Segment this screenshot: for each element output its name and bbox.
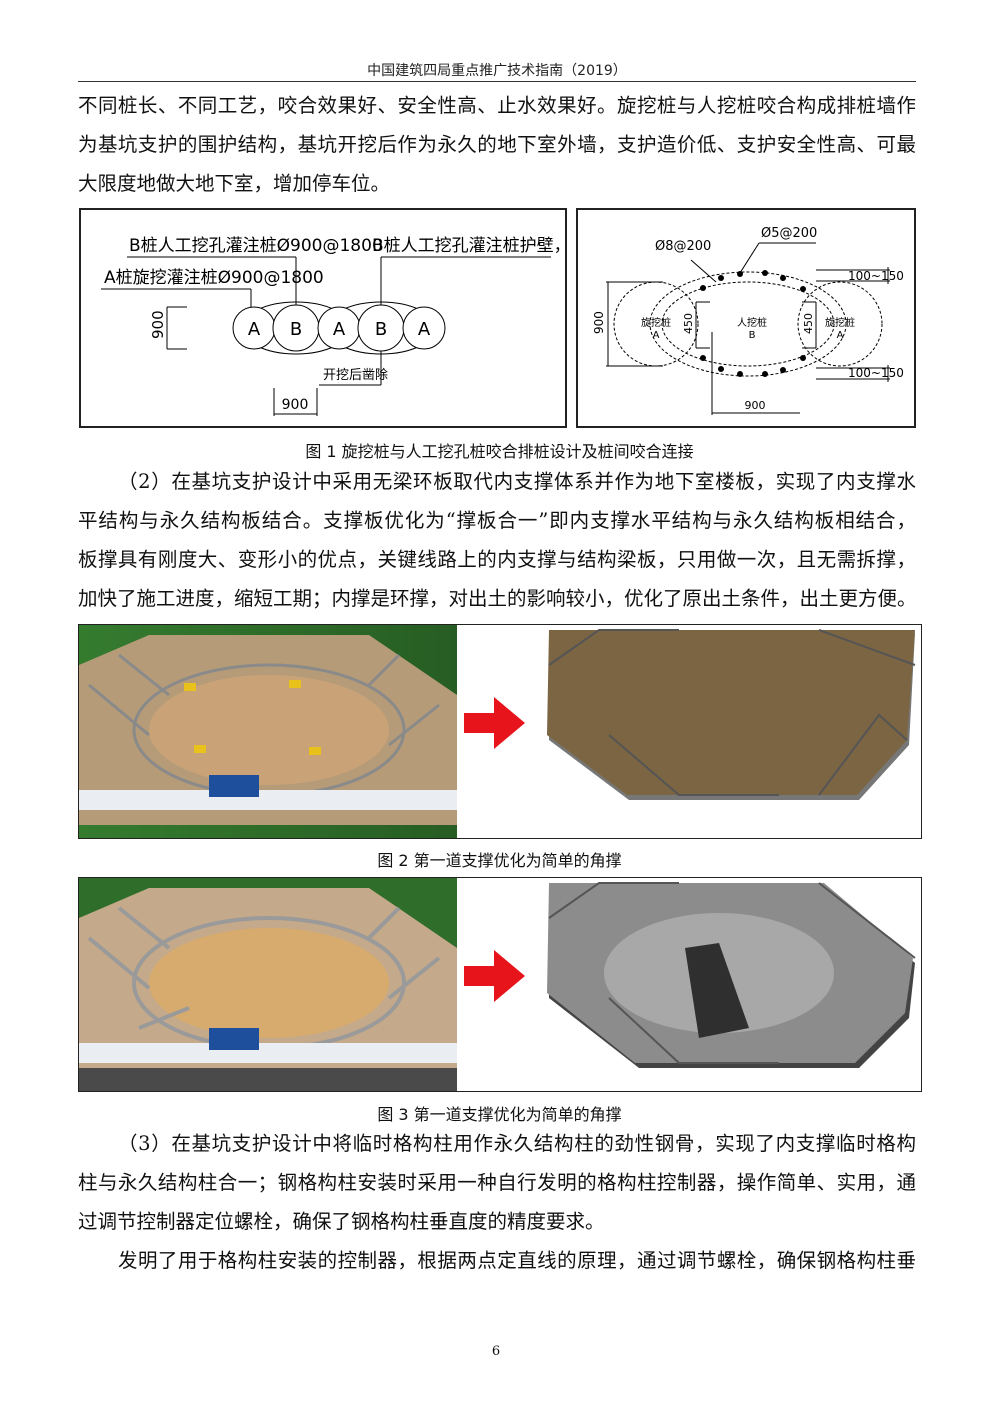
excavation-render-before (79, 878, 457, 1091)
text-line: 加快了施工进度，缩短工期；内撑是环撑，对出土的影响较小，优化了原出土条件，出土更… (78, 587, 917, 610)
text-line: 板撑具有刚度大、变形小的优点，关键线路上的内支撑与结构梁板，只用做一次，且无需拆… (78, 548, 916, 571)
support-render-after (541, 627, 919, 835)
label-b-pile: B桩人工挖孔灌注桩Ø900@1800 (129, 236, 383, 256)
svg-text:Ø8@200: Ø8@200 (655, 239, 711, 254)
arrow-right-icon (464, 697, 525, 749)
text-line: 大限度地做大地下室，增加停车位。 (78, 172, 391, 195)
arrow-right-icon (464, 950, 525, 1002)
svg-text:100~150: 100~150 (848, 269, 904, 283)
svg-text:A: A (837, 330, 844, 341)
figure1-right-diagram: Ø8@200 Ø5@200 100~150 100~150 900 450 45… (576, 208, 916, 428)
svg-text:100~150: 100~150 (848, 366, 904, 380)
svg-text:450: 450 (682, 313, 695, 334)
svg-text:900: 900 (745, 399, 766, 412)
figure1-left-diagram: B桩人工挖孔灌注桩Ø900@1800 B桩人工挖孔灌注桩护壁，厚100~150 … (79, 208, 667, 428)
text-line: 过调节控制器定位螺栓，确保了钢格构柱垂直度的精度要求。 (78, 1210, 605, 1233)
figure2-caption: 图 2 第一道支撑优化为简单的角撑 (377, 851, 622, 870)
pile-circles (232, 304, 446, 352)
svg-text:A: A (653, 330, 660, 341)
paragraph-2: （2）在基坑支护设计中采用无梁环板取代内支撑体系并作为地下室楼板，实现了内支撑水… (78, 462, 917, 618)
text-line: （3）在基坑支护设计中将临时格构柱用作永久结构柱的劲性钢骨，实现了内支撑临时格构 (118, 1132, 916, 1155)
pile-label: A (248, 319, 261, 340)
label-remove: 开挖后凿除 (323, 368, 388, 383)
text-line: （2）在基坑支护设计中采用无梁环板取代内支撑体系并作为地下室楼板，实现了内支撑水 (118, 470, 916, 493)
svg-text:Ø5@200: Ø5@200 (761, 226, 817, 241)
svg-text:B: B (749, 330, 756, 341)
svg-text:旋挖桩: 旋挖桩 (825, 316, 855, 329)
svg-text:900: 900 (282, 397, 309, 413)
pile-label: B (375, 319, 387, 340)
text-line: 为基坑支护的围护结构，基坑开挖后作为永久的地下室外墙，支护造价低、支护安全性高、… (78, 133, 916, 156)
label-b-wall: B桩人工挖孔灌注桩护壁，厚100~150 (372, 236, 565, 256)
text-line: 不同桩长、不同工艺，咬合效果好、安全性高、止水效果好。旋挖桩与人挖桩咬合构成排桩… (78, 94, 916, 117)
svg-text:900: 900 (149, 310, 167, 339)
paragraph-1: 不同桩长、不同工艺，咬合效果好、安全性高、止水效果好。旋挖桩与人挖桩咬合构成排桩… (78, 86, 916, 203)
text-line: 柱与永久结构柱合一；钢格构柱安装时采用一种自行发明的格构柱控制器，操作简单、实用… (78, 1171, 916, 1194)
pile-label: B (290, 319, 302, 340)
svg-text:旋挖桩: 旋挖桩 (641, 316, 671, 329)
svg-text:900: 900 (592, 311, 606, 334)
pile-label: A (333, 319, 346, 340)
paragraph-3: （3）在基坑支护设计中将临时格构柱用作永久结构柱的劲性钢骨，实现了内支撑临时格构… (78, 1124, 916, 1241)
label-a-pile: A桩旋挖灌注桩Ø900@1800 (104, 268, 324, 288)
pile-label: A (418, 319, 431, 340)
header-divider (78, 81, 916, 82)
page-header: 中国建筑四局重点推广技术指南（2019） (367, 63, 627, 79)
figure3-image (78, 877, 922, 1092)
figure2-image (78, 624, 922, 839)
text-line: 平结构与永久结构板结合。支撑板优化为“撑板合一”即内支撑水平结构与永久结构板相结… (78, 509, 916, 532)
paragraph-4: 发明了用于格构柱安装的控制器，根据两点定直线的原理，通过调节螺栓，确保钢格构柱垂 (78, 1241, 916, 1280)
svg-text:人挖桩: 人挖桩 (737, 316, 767, 329)
support-render-after (541, 880, 919, 1088)
figure3-caption: 图 3 第一道支撑优化为简单的角撑 (377, 1105, 622, 1124)
text-line: 发明了用于格构柱安装的控制器，根据两点定直线的原理，通过调节螺栓，确保钢格构柱垂 (118, 1249, 916, 1272)
svg-text:450: 450 (802, 313, 815, 334)
figure1-caption: 图 1 旋挖桩与人工挖孔桩咬合排桩设计及桩间咬合连接 (305, 442, 694, 461)
page-number: 6 (491, 1344, 501, 1359)
excavation-render-before (79, 625, 457, 838)
